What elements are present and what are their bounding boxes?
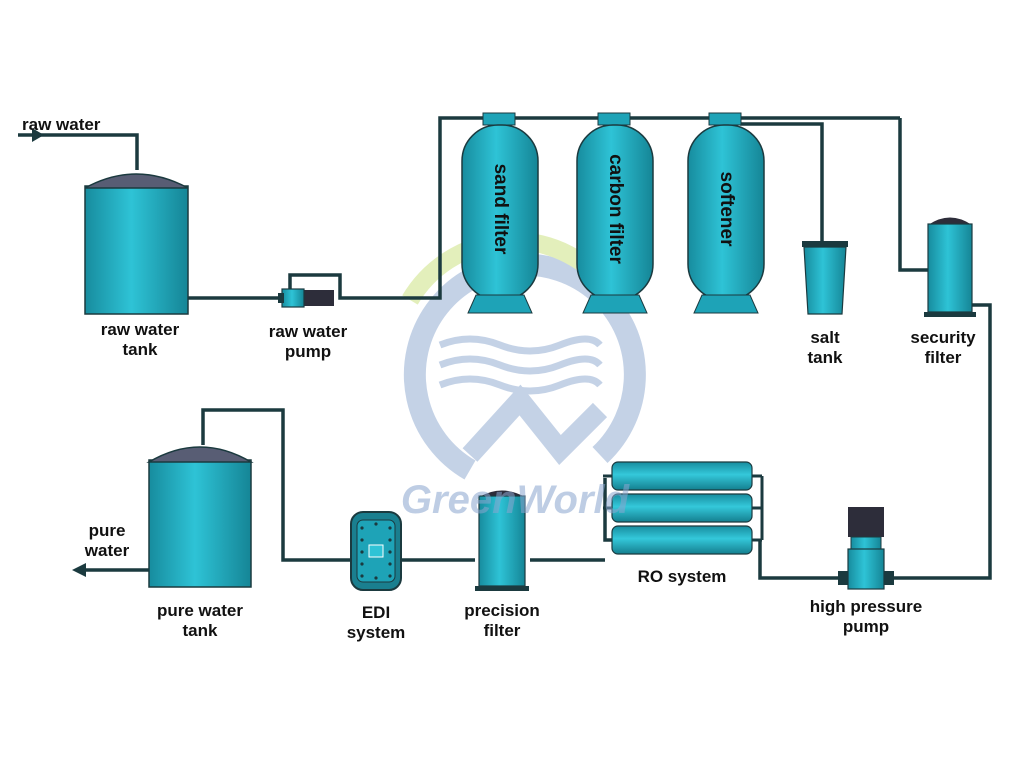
label-raw-water-pump: raw water pump <box>238 322 378 362</box>
label-raw-water-inlet: raw water <box>22 115 101 134</box>
label-line: pump <box>842 617 890 636</box>
label-line: pure <box>88 521 126 540</box>
raw-water-tank-shape <box>84 173 189 315</box>
pipe-raw-inlet <box>18 133 139 170</box>
label-softener: softener <box>716 171 737 247</box>
pipes <box>18 116 992 580</box>
label-line: tank <box>807 348 843 367</box>
pipe-security-to-hp <box>890 303 992 580</box>
security-filter-shape <box>924 217 976 317</box>
label-sand-filter: sand filter <box>490 163 511 255</box>
pipe-edi-to-pure <box>201 408 350 562</box>
pipe-to-security <box>898 118 928 272</box>
pure-water-tank-shape <box>146 446 254 588</box>
label-precision-filter: precision filter <box>442 601 562 641</box>
label-line: EDI <box>361 603 391 622</box>
label-line: tank <box>122 340 158 359</box>
label-line: pump <box>284 342 332 361</box>
label-line: precision <box>464 601 540 620</box>
label-high-pressure-pump: high pressure pump <box>780 597 952 637</box>
softener-shape <box>687 112 765 314</box>
edi-system-shape <box>350 511 402 591</box>
label-line: tank <box>182 621 218 640</box>
label-line: pure water <box>157 601 243 620</box>
label-line: salt <box>810 328 840 347</box>
raw-water-pump-shape <box>278 288 334 308</box>
label-line: filter <box>483 621 521 640</box>
label-carbon-filter: carbon filter <box>605 154 626 264</box>
label-pure-water-outlet: pure water <box>72 521 142 561</box>
pipe-pump-loop <box>288 116 900 300</box>
arrow-right-icon <box>32 128 44 142</box>
label-raw-water-tank: raw water tank <box>70 320 210 360</box>
ro-system-shape <box>603 461 764 555</box>
label-salt-tank: salt tank <box>785 328 865 368</box>
label-pure-water-tank: pure water tank <box>130 601 270 641</box>
label-line: water <box>84 541 130 560</box>
carbon-filter-shape <box>576 112 654 314</box>
label-line: security <box>910 328 976 347</box>
pipe-hp-to-ro <box>758 540 840 580</box>
pipe-softener-to-salt <box>740 122 824 242</box>
high-pressure-pump-shape <box>838 507 894 590</box>
precision-filter-shape <box>475 490 529 591</box>
label-line: raw water <box>268 322 348 341</box>
label-ro-system: RO system <box>637 567 727 586</box>
label-line: filter <box>924 348 962 367</box>
sand-filter-shape <box>461 112 539 314</box>
label-security-filter: security filter <box>888 328 998 368</box>
label-line: raw water <box>100 320 180 339</box>
label-line: high pressure <box>809 597 923 616</box>
label-line: system <box>346 623 406 642</box>
salt-tank-shape <box>802 241 848 315</box>
pipe-ro-manifold <box>603 478 612 542</box>
label-edi-system: EDI system <box>326 603 426 643</box>
watermark-text: GreenWorld <box>400 478 630 522</box>
arrow-left-icon <box>72 563 86 577</box>
